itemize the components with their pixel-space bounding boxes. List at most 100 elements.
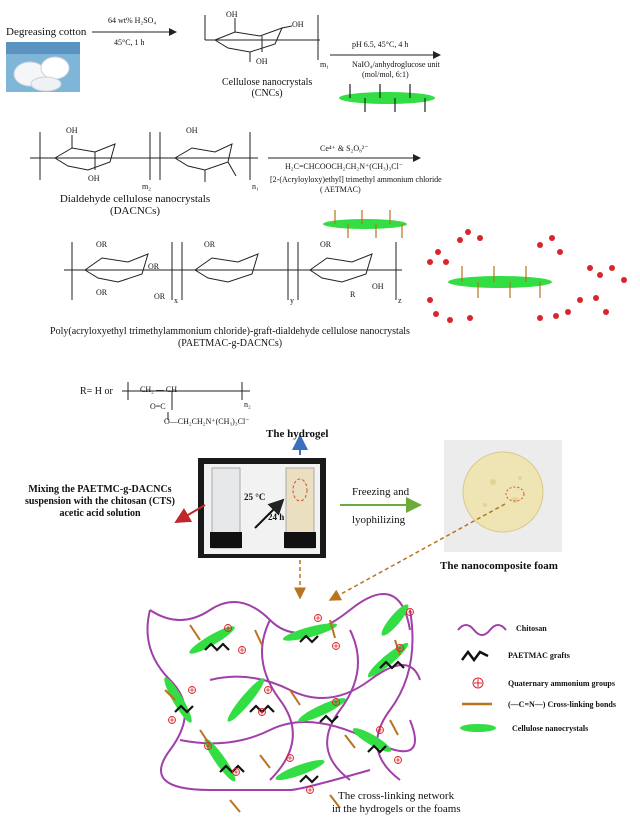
chitosan-chain — [179, 719, 416, 753]
freeze-line-1: Freezing and — [352, 486, 410, 498]
quat-group-plus — [259, 709, 265, 715]
arrow-mixing — [174, 504, 206, 524]
cnc-oh-right: OH — [292, 20, 304, 29]
cnc-abbr: (CNCs) — [251, 88, 283, 99]
quat-dot — [549, 235, 555, 241]
crosslink-network — [146, 593, 421, 813]
crosslink-bond — [329, 794, 341, 809]
quat-dot — [537, 315, 543, 321]
quat-group — [332, 698, 340, 706]
paetmac-name: Poly(acryloxyethyl trimethylammonium chl… — [50, 326, 410, 337]
dashed-arrow-2 — [328, 503, 506, 601]
paetmac-graft — [299, 774, 319, 784]
quat-dot — [477, 235, 483, 241]
quat-group — [286, 754, 294, 762]
quat-group-plus — [287, 755, 293, 761]
hydrogel-label: The hydrogel — [266, 428, 329, 440]
chitosan-chain — [261, 619, 294, 781]
quat-group-plus — [189, 687, 195, 693]
r-definition: R= H or — [80, 386, 113, 397]
arrow-25c — [254, 498, 285, 529]
foam-label: The nanocomposite foam — [440, 560, 558, 572]
quat-dot — [457, 237, 463, 243]
legend-quat: Quaternary ammonium groups — [508, 679, 615, 688]
cnc-particle — [189, 626, 235, 654]
monomer-abbr: ( AETMAC) — [320, 185, 361, 194]
quat-group — [306, 786, 314, 794]
paetmac-structure — [64, 242, 402, 300]
chitosan-chain — [146, 609, 371, 792]
quat-group — [232, 768, 240, 776]
p-or-2: OR — [148, 262, 160, 271]
cnc-m1: m₁ — [320, 60, 330, 69]
quat-group-plus — [407, 609, 413, 615]
quat-dot — [587, 265, 593, 271]
dacnc-abbr: (DACNCs) — [109, 205, 161, 217]
quat-group — [332, 642, 340, 650]
step2-cond-top: pH 6.5, 45°C, 4 h — [352, 40, 409, 49]
quat-group-plus — [333, 643, 339, 649]
cnc-legend-icon — [460, 724, 496, 732]
temp-label: 25 °C — [244, 492, 266, 502]
paetmac-graft — [174, 704, 194, 714]
cnc-particle — [227, 678, 265, 722]
p-r: R — [350, 290, 356, 299]
quat-group — [238, 646, 246, 654]
network-caption-1: The cross-linking network — [338, 790, 455, 802]
p-or-4: OR — [154, 292, 166, 301]
quat-group — [394, 756, 402, 764]
quat-group-plus — [239, 647, 245, 653]
r-chain-mid: O=C — [150, 402, 166, 411]
quat-group-plus — [265, 687, 271, 693]
cotton-photo — [6, 42, 80, 92]
step3-cond-top: Ce⁴⁺ & S₂O₈²⁻ — [320, 144, 369, 153]
paetmac-graft — [319, 714, 339, 724]
crosslink-bond — [289, 689, 301, 706]
quat-group — [314, 614, 322, 622]
quat-dot — [427, 259, 433, 265]
cnc-rod — [339, 92, 435, 104]
paetmac-graft — [299, 634, 319, 644]
cnc-structure — [204, 15, 320, 62]
quat-dot — [537, 242, 543, 248]
legend-crosslink: (—C=N—) Cross-linking bonds — [508, 700, 616, 709]
quat-group-plus — [333, 699, 339, 705]
quat-group-plus — [315, 615, 321, 621]
chitosan-legend-icon — [457, 624, 507, 636]
quat-dot — [597, 272, 603, 278]
mixing-line-3: acetic acid solution — [59, 508, 141, 519]
quat-group-plus — [205, 743, 211, 749]
vials-photo — [198, 458, 326, 558]
step1-cond-top: 64 wt% H₂SO₄ — [108, 16, 157, 25]
crosslink-bond — [189, 624, 201, 641]
p-x: x — [174, 296, 178, 305]
r-chain-top: CH₂ — CH — [140, 385, 178, 394]
step2-cond-mid: NaIO₄/anhydroglucose unit — [352, 60, 440, 69]
quat-group — [224, 624, 232, 632]
p-or-5: OR — [204, 240, 216, 249]
quat-dot — [433, 311, 439, 317]
quat-dot — [609, 265, 615, 271]
quat-dot — [553, 313, 559, 319]
crosslink-bond — [329, 619, 336, 639]
start-label: Degreasing cotton — [6, 26, 87, 38]
cnc-oh-top: OH — [226, 10, 238, 19]
quat-dot — [565, 309, 571, 315]
chitosan-chain — [209, 664, 421, 699]
cnc-particle — [367, 642, 409, 678]
quat-dot — [577, 297, 583, 303]
quat-group — [406, 608, 414, 616]
dacnc-structure — [30, 132, 258, 182]
cnc-name: Cellulose nanocrystals — [222, 77, 313, 88]
cnc-particle — [282, 623, 338, 641]
cnc-particle — [381, 604, 409, 636]
crosslink-bond — [229, 799, 241, 813]
paetmac-abbr: (PAETMAC-g-DACNCs) — [177, 338, 283, 349]
step2-cond-bottom: (mol/mol, 6:1) — [362, 70, 409, 79]
crosslink-bond — [259, 754, 271, 769]
quat-group-plus — [397, 645, 403, 651]
cnc-particle — [298, 698, 346, 722]
cnc-rods — [323, 84, 627, 323]
time-label: 24 h — [268, 512, 285, 522]
